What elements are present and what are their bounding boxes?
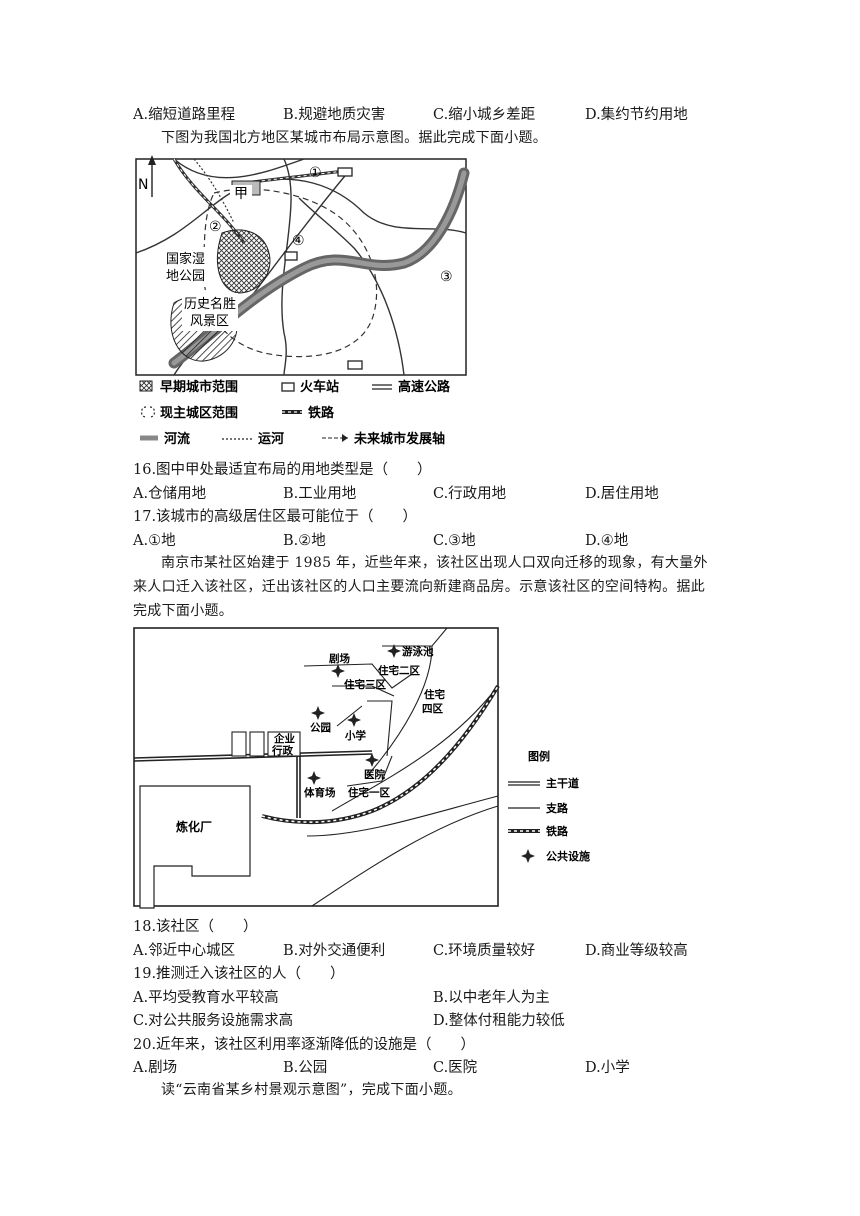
q19-stem: 19.推测迁入该社区的人（ ） bbox=[133, 966, 345, 982]
label-refinery: 炼化厂 bbox=[176, 819, 212, 834]
q19-option-c: C.对公共服务设施需求高 bbox=[133, 1013, 294, 1029]
svg-text:铁路: 铁路 bbox=[307, 405, 335, 421]
q20-option-b: B.公园 bbox=[283, 1060, 328, 1076]
label-res4-1: 住宅 bbox=[424, 688, 445, 701]
canal bbox=[193, 158, 235, 224]
label-res1: 住宅一区 bbox=[348, 786, 390, 799]
svg-text:支路: 支路 bbox=[545, 801, 569, 815]
svg-text:主干道: 主干道 bbox=[546, 776, 579, 790]
svg-text:铁路: 铁路 bbox=[546, 824, 569, 838]
q17-option-d: D.④地 bbox=[585, 533, 629, 549]
refinery-outline bbox=[139, 785, 251, 909]
q18-option-d: D.商业等级较高 bbox=[585, 943, 688, 959]
label-3: ③ bbox=[440, 269, 453, 285]
q20-option-a: A.剧场 bbox=[133, 1060, 178, 1076]
label-res4-2: 四区 bbox=[422, 703, 443, 715]
branch-roads bbox=[303, 627, 499, 907]
q18-option-b: B.对外交通便利 bbox=[283, 943, 386, 959]
label-jia: 甲 bbox=[234, 186, 248, 202]
station-icon bbox=[337, 167, 353, 177]
q16-option-d: D.居住用地 bbox=[585, 486, 659, 502]
q15-option-a: A.缩短道路里程 bbox=[133, 107, 236, 123]
label-enterprise-1: 企业 bbox=[273, 732, 295, 745]
intro-paragraph-3: 读“云南省某乡村景观示意图”，完成下面小题。 bbox=[161, 1082, 462, 1098]
q15-option-b: B.规避地质灾害 bbox=[283, 107, 386, 123]
intro-paragraph-2-line-3: 完成下面小题。 bbox=[133, 603, 234, 619]
svg-text:高速公路: 高速公路 bbox=[398, 379, 451, 395]
q16-stem: 16.图中甲处最适宜布局的用地类型是（ ） bbox=[133, 462, 432, 478]
label-res3: 住宅三区 bbox=[344, 678, 386, 691]
svg-text:火车站: 火车站 bbox=[300, 379, 339, 395]
station-icon bbox=[347, 360, 363, 370]
q18-option-c: C.环境质量较好 bbox=[433, 943, 536, 959]
label-res2: 住宅二区 bbox=[378, 664, 420, 677]
q18-stem: 18.该社区（ ） bbox=[133, 919, 258, 935]
q15-option-c: C.缩小城乡差距 bbox=[433, 107, 536, 123]
svg-text:河流: 河流 bbox=[164, 431, 190, 447]
label-4: ④ bbox=[292, 233, 305, 249]
q15-option-d: D.集约节约用地 bbox=[585, 107, 688, 123]
q17-stem: 17.该城市的高级居住区最可能位于（ ） bbox=[133, 509, 418, 525]
north-arrow-icon bbox=[148, 155, 156, 197]
label-enterprise-2: 行政 bbox=[271, 744, 293, 757]
svg-text:未来城市发展轴: 未来城市发展轴 bbox=[353, 431, 445, 447]
q16-option-a: A.仓储用地 bbox=[133, 486, 207, 502]
label-park: 公园 bbox=[310, 722, 331, 734]
north-label: N bbox=[138, 177, 148, 193]
q16-option-c: C.行政用地 bbox=[433, 486, 507, 502]
map1-legend: 早期城市范围 火车站 高速公路 现主城区范围 铁路 河流 运河 未来城市发展轴 bbox=[139, 379, 451, 447]
label-pool: 游泳池 bbox=[402, 645, 434, 658]
wetland-label-1: 国家湿 bbox=[166, 251, 205, 267]
svg-text:图例: 图例 bbox=[528, 749, 550, 763]
intro-paragraph-1: 下图为我国北方地区某城市布局示意图。据此完成下面小题。 bbox=[161, 130, 548, 146]
label-1: ① bbox=[309, 165, 322, 181]
current-city-boundary bbox=[203, 188, 378, 358]
public-facility-icon bbox=[521, 849, 535, 863]
q20-stem: 20.近年来，该社区利用率逐渐降低的设施是（ ） bbox=[133, 1037, 476, 1053]
station-icon bbox=[284, 251, 298, 261]
label-2: ② bbox=[209, 219, 222, 235]
public-facility-icons bbox=[307, 644, 401, 785]
q17-option-b: B.②地 bbox=[283, 533, 326, 549]
scenic-label-1: 历史名胜 bbox=[184, 296, 236, 312]
q18-option-a: A.邻近中心城区 bbox=[133, 943, 236, 959]
svg-text:公共设施: 公共设施 bbox=[546, 849, 590, 863]
label-theater: 剧场 bbox=[329, 652, 350, 665]
intro-paragraph-2-line-2: 来人口迁入该社区，迁出该社区的人口主要流向新建商品房。示意该社区的空间特构。据此 bbox=[133, 579, 705, 595]
q17-option-c: C.③地 bbox=[433, 533, 476, 549]
city-layout-map: N 甲 ① ② ③ ④ 国家湿 地公园 历史名胜 风景区 早期城市范围 火车站 bbox=[135, 155, 470, 447]
q19-option-b: B.以中老年人为主 bbox=[433, 990, 550, 1006]
q17-option-a: A.①地 bbox=[133, 533, 176, 549]
intro-paragraph-2-line-1: 南京市某社区始建于 1985 年，近些年来，该社区出现人口双向迁移的现象，有大量… bbox=[161, 555, 708, 571]
q19-option-d: D.整体付租能力较低 bbox=[433, 1013, 565, 1029]
q19-option-a: A.平均受教育水平较高 bbox=[133, 990, 279, 1006]
early-city-area bbox=[217, 229, 271, 294]
map2-legend: 图例 主干道 支路 铁路 公共设施 bbox=[508, 749, 590, 863]
wetland-label-2: 地公园 bbox=[166, 269, 205, 284]
q20-option-c: C.医院 bbox=[433, 1060, 478, 1076]
community-structure-map: 游泳池 剧场 住宅二区 住宅三区 住宅 四区 公园 小学 企业 行政 医院 体育… bbox=[133, 627, 500, 909]
svg-text:现主城区范围: 现主城区范围 bbox=[160, 405, 238, 421]
q20-option-d: D.小学 bbox=[585, 1060, 630, 1076]
label-school: 小学 bbox=[344, 729, 366, 742]
svg-text:早期城市范围: 早期城市范围 bbox=[160, 379, 238, 395]
q16-option-b: B.工业用地 bbox=[283, 486, 357, 502]
scenic-label-2: 风景区 bbox=[190, 314, 229, 329]
label-hospital: 医院 bbox=[364, 768, 385, 781]
enterprise-buildings bbox=[231, 731, 301, 757]
svg-text:运河: 运河 bbox=[258, 431, 284, 447]
label-stadium: 体育场 bbox=[304, 786, 336, 799]
